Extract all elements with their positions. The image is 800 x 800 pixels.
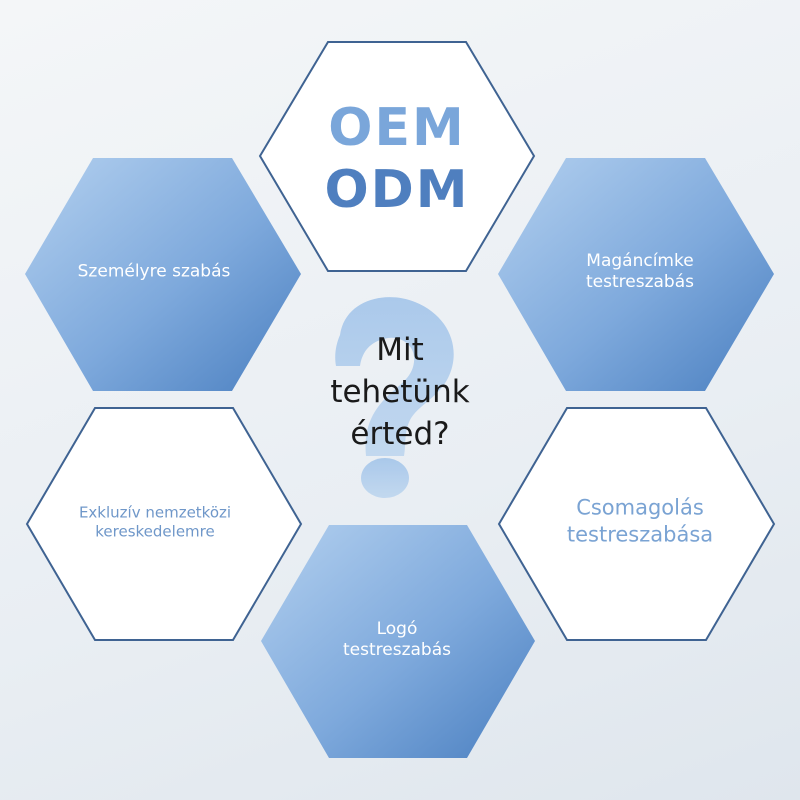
center-line2: tehetünk	[330, 374, 470, 411]
hexagon-lower-right-label: Csomagolás testreszabása	[567, 495, 713, 550]
question-mark-icon	[335, 297, 454, 498]
logo-line2: testreszabás	[343, 640, 451, 660]
hexagon-upper-right-label: Magáncímke testreszabás	[586, 251, 694, 294]
center-line3: érted?	[350, 415, 450, 452]
exclusive-trade-line2: kereskedelemre	[95, 522, 215, 540]
center-line1: Mit	[376, 332, 424, 369]
personalization-text: Személyre szabás	[77, 261, 231, 282]
oem-label: OEM	[328, 98, 466, 158]
hexagon-top	[258, 41, 536, 272]
hexagon-lower-left	[25, 407, 303, 641]
hexagon-lower-left-label: Exkluzív nemzetközi kereskedelemre	[79, 503, 231, 541]
hexagon-upper-right	[498, 158, 774, 391]
hexagon-lower-right	[497, 407, 776, 641]
private-label-line1: Magáncímke	[586, 250, 694, 271]
hexagon-upper-left-label: Személyre szabás	[78, 261, 231, 282]
packaging-line2: testreszabása	[566, 523, 714, 547]
center-question: Mit tehetünk érted?	[330, 330, 469, 456]
private-label-line2: testreszabás	[586, 272, 694, 292]
hexagon-bottom-label: Logó testreszabás	[343, 619, 451, 662]
exclusive-trade-line1: Exkluzív nemzetközi	[78, 503, 232, 522]
odm-label: ODM	[324, 160, 470, 220]
logo-line1: Logó	[376, 618, 418, 639]
hexagon-bottom	[261, 525, 535, 758]
hexagon-upper-left	[25, 158, 301, 391]
packaging-line1: Csomagolás	[576, 495, 704, 520]
